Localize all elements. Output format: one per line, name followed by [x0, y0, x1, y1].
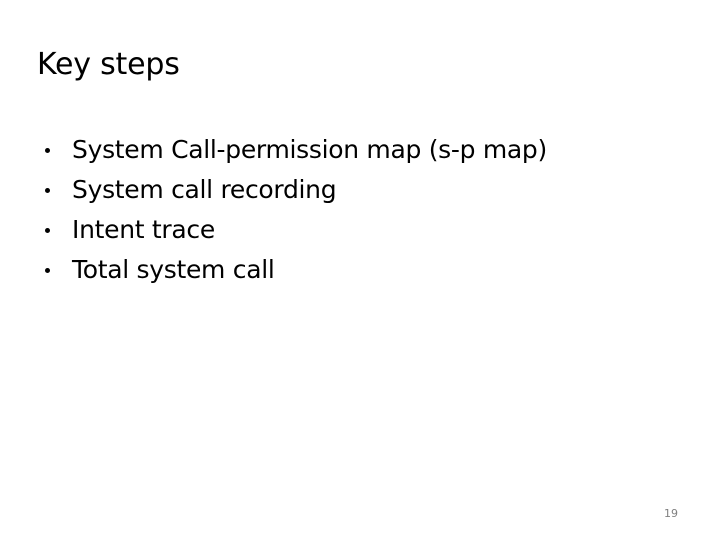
list-item-label: System call recording — [72, 175, 337, 204]
list-item: Intent trace — [40, 210, 640, 250]
list-item: Total system call — [40, 250, 640, 290]
list-item: System Call-permission map (s-p map) — [40, 130, 640, 170]
page-title: Key steps — [37, 47, 180, 82]
page-number: 19 — [664, 507, 678, 520]
list-item-label: Total system call — [72, 255, 275, 284]
bullet-dot-icon — [45, 268, 50, 273]
bullet-dot-icon — [45, 228, 50, 233]
list-item-label: System Call-permission map (s-p map) — [72, 135, 547, 164]
bullet-dot-icon — [45, 148, 50, 153]
list-item: System call recording — [40, 170, 640, 210]
bullet-dot-icon — [45, 188, 50, 193]
bullet-list: System Call-permission map (s-p map) Sys… — [40, 130, 640, 290]
list-item-label: Intent trace — [72, 215, 215, 244]
